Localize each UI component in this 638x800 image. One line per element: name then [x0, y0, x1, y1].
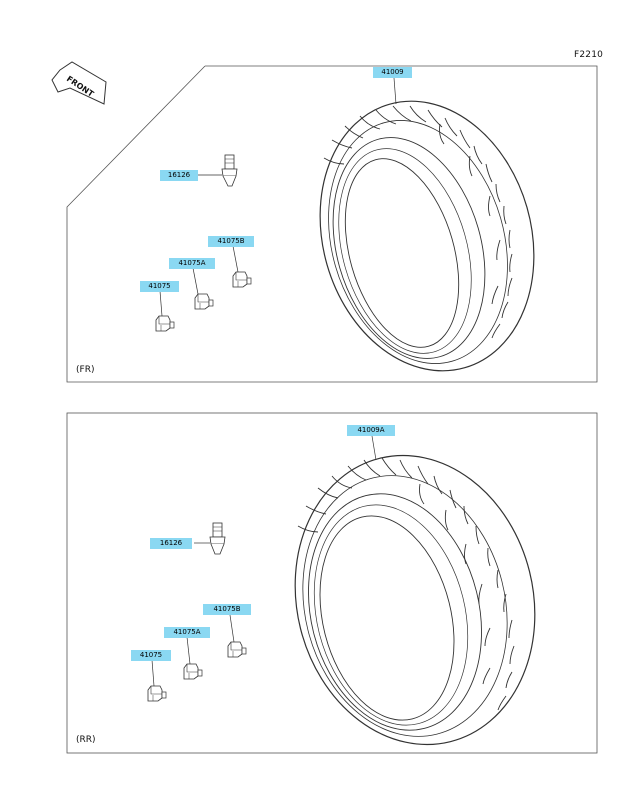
front-sensor-b-drawing: [232, 271, 252, 288]
rear-section-label: (RR): [76, 735, 96, 745]
rear-sensor-b-drawing: [227, 641, 247, 658]
part-tag-rear-sensor-b[interactable]: 41075B: [203, 604, 251, 615]
part-tag-front-sensor[interactable]: 41075: [140, 281, 179, 292]
front-section-label: (FR): [76, 365, 95, 375]
rear-tire-drawing: [294, 454, 536, 746]
rear-sensor-drawing: [147, 685, 167, 702]
part-tag-rear-tire[interactable]: 41009A: [347, 425, 395, 436]
front-sensor-drawing: [155, 315, 175, 332]
part-tag-rear-sensor[interactable]: 41075: [131, 650, 171, 661]
part-tag-front-valve[interactable]: 16126: [160, 170, 198, 181]
rear-valve-drawing: [209, 522, 226, 555]
part-tag-front-sensor-a[interactable]: 41075A: [169, 258, 215, 269]
front-arrow-icon: FRONT: [51, 61, 107, 105]
front-sensor-a-drawing: [194, 293, 214, 310]
rear-sensor-a-drawing: [183, 663, 203, 680]
part-tag-front-tire[interactable]: 41009: [373, 67, 412, 78]
part-tag-front-sensor-b[interactable]: 41075B: [208, 236, 254, 247]
part-tag-rear-valve[interactable]: 16126: [150, 538, 192, 549]
front-section-panel: [66, 65, 598, 383]
part-tag-rear-sensor-a[interactable]: 41075A: [164, 627, 210, 638]
rear-section-panel: [66, 412, 598, 754]
front-valve-drawing: [221, 154, 238, 187]
figure-code: F2210: [574, 50, 604, 60]
front-tire-drawing: [319, 100, 535, 372]
